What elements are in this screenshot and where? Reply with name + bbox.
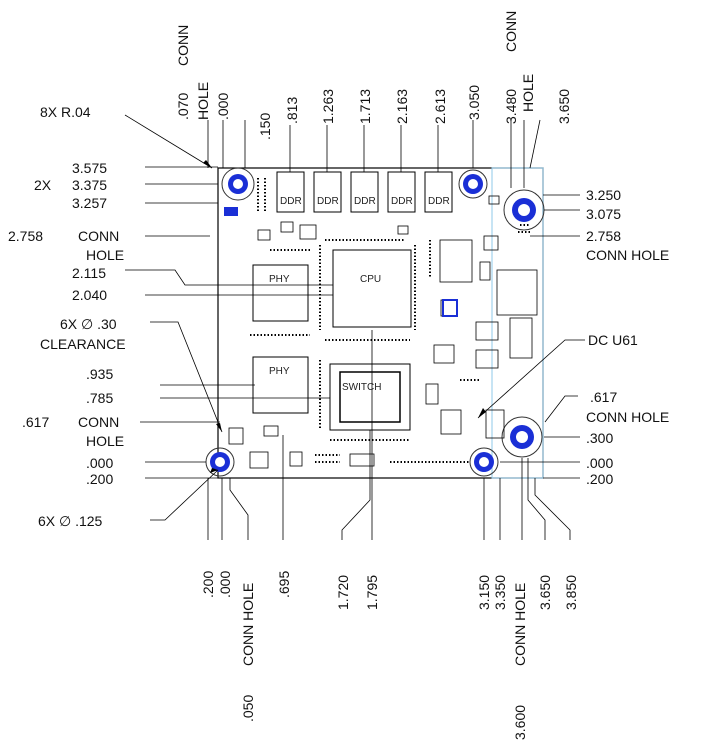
bottom-000-label: .000 [217, 570, 233, 598]
bottom-conn-hole-r-label: CONN HOLE [512, 582, 528, 666]
connector-region [491, 167, 544, 479]
radius-note: 8X R.04 [40, 104, 91, 120]
top-2613-label: 2.613 [432, 88, 448, 124]
bottom-3350-label: 3.350 [492, 574, 508, 610]
bottom-050-label: .050 [240, 694, 256, 722]
top-3050-label: 3.050 [466, 84, 482, 120]
bottom-conn-hole-label: CONN HOLE [240, 582, 256, 666]
ddr-label-4: DDR [391, 196, 413, 207]
right-617-label: .617 [590, 389, 618, 405]
ddr-label-3: DDR [354, 196, 376, 207]
clearance-label: CLEARANCE [40, 336, 126, 352]
left-3257-label: 3.257 [72, 195, 108, 211]
top-hole-right-label: HOLE [520, 73, 536, 112]
top-hole-left-label: HOLE [195, 81, 211, 120]
left-2758-label: 2.758 [8, 228, 44, 244]
arrow-heads [203, 160, 486, 473]
hole-bottom-mid [469, 447, 499, 477]
right-300-label: .300 [586, 430, 614, 446]
bottom-3850-label: 3.850 [563, 574, 579, 610]
left-hole-b-label: HOLE [86, 433, 125, 449]
right-000-label: .000 [586, 455, 614, 471]
left-785-label: .785 [86, 390, 114, 406]
left-000-label: .000 [86, 455, 114, 471]
bottom-3600-label: 3.600 [512, 704, 528, 740]
hole-top-mid [458, 169, 488, 199]
phy-chip-1 [252, 264, 309, 322]
top-1263-label: 1.263 [320, 88, 336, 124]
left-2040-label: 2.040 [72, 287, 108, 303]
left-3575-label: 3.575 [72, 160, 108, 176]
left-2x-label: 2X [34, 177, 52, 193]
dc-u61-label: DC U61 [588, 332, 638, 348]
cpu-label: CPU [360, 274, 382, 285]
hole-dia-label: 6X ∅ .125 [38, 513, 103, 529]
clearance-dia-label: 6X ∅ .30 [60, 316, 117, 332]
dimension-lines [124, 114, 585, 540]
left-2115-label: 2.115 [72, 265, 106, 281]
switch-chip-outer [329, 363, 411, 431]
cpu-chip [332, 249, 412, 328]
switch-label: SWITCH [342, 382, 382, 393]
bottom-200-label: .200 [200, 570, 216, 598]
phy-label-2: PHY [269, 366, 290, 377]
right-3075-label: 3.075 [586, 206, 622, 222]
left-935-label: .935 [86, 366, 114, 382]
ddr-label-5: DDR [428, 196, 450, 207]
right-3250-label: 3.250 [586, 187, 622, 203]
right-200-label: .200 [586, 471, 614, 487]
pin-rows [250, 178, 532, 463]
top-070-label: .070 [175, 92, 191, 120]
top-3650-label: 3.650 [556, 88, 572, 124]
bottom-1720-label: 1.720 [335, 574, 351, 610]
hole-bottom-right [501, 416, 543, 458]
bottom-1795-label: 1.795 [364, 574, 380, 610]
left-hole-a-label: HOLE [86, 247, 125, 263]
bottom-3150-label: 3.150 [476, 574, 492, 610]
top-conn-right-label: CONN [503, 10, 519, 52]
bottom-695-label: .695 [276, 570, 292, 598]
top-000-label: .000 [215, 92, 231, 120]
ddr-label-2: DDR [317, 196, 339, 207]
bottom-3650-label: 3.650 [537, 574, 553, 610]
left-200-label: .200 [86, 471, 114, 487]
phy-label-1: PHY [269, 274, 290, 285]
left-conn-a-label: CONN [78, 228, 120, 244]
ddr-chips [276, 171, 453, 213]
right-2758-label: 2.758 [586, 228, 622, 244]
top-2163-label: 2.163 [394, 88, 410, 124]
top-813-label: .813 [284, 96, 300, 124]
blue-pad [442, 299, 458, 317]
right-conn-hole-b-label: CONN HOLE [586, 409, 670, 425]
top-conn-left-label: CONN [175, 24, 191, 66]
ddr-label-1: DDR [280, 196, 302, 207]
hole-bottom-left [205, 447, 235, 477]
left-3375-label: 3.375 [72, 177, 108, 193]
switch-chip-inner [339, 371, 401, 423]
left-617-label: .617 [22, 414, 50, 430]
small-components [228, 195, 538, 469]
top-3480-label: 3.480 [503, 88, 519, 124]
left-conn-b-label: CONN [78, 414, 120, 430]
board-outline [217, 167, 544, 479]
led-marker [224, 207, 238, 216]
hole-top-left [221, 167, 255, 201]
top-150-label: .150 [257, 112, 273, 140]
top-1713-label: 1.713 [357, 88, 373, 124]
right-conn-hole-a-label: CONN HOLE [586, 247, 670, 263]
